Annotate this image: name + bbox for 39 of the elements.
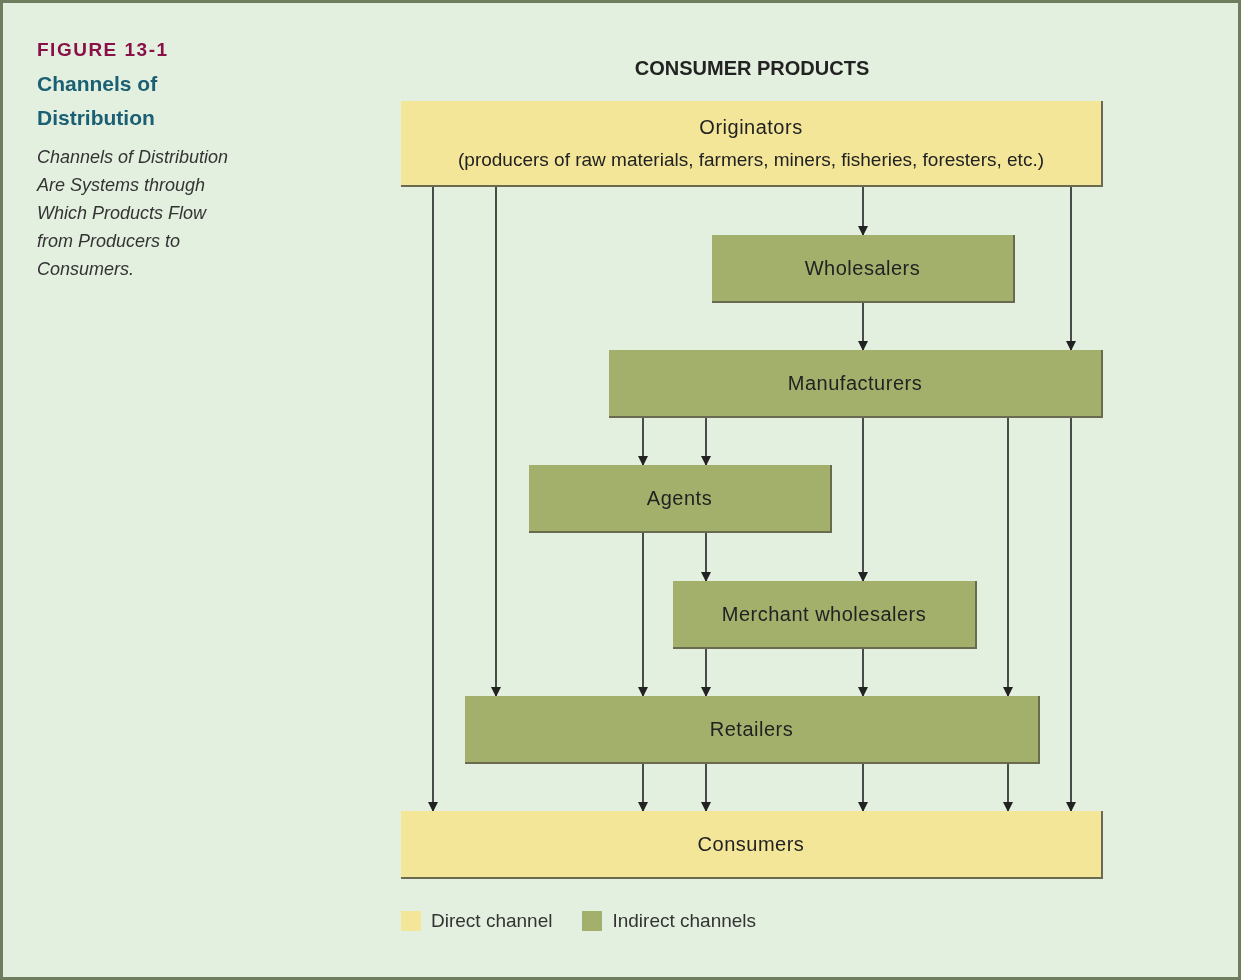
box-label: Manufacturers (787, 371, 923, 395)
box-label: Consumers (697, 832, 805, 856)
box-label: Agents (646, 486, 713, 510)
arrow (858, 763, 868, 812)
box-description: (producers of raw materials, farmers, miners, fisheries, foresters, etc.) (458, 148, 1044, 171)
channel-box (529, 465, 832, 533)
box-label: Wholesalers (804, 256, 921, 280)
figure-description: Channels of Distribution Are Systems through Which Products Flow from Producers to Consumers. (37, 146, 230, 281)
arrow (701, 763, 711, 812)
arrow (638, 763, 648, 812)
arrow (1003, 763, 1013, 812)
arrow (701, 417, 711, 466)
channel-box (673, 581, 977, 649)
arrow (1003, 417, 1013, 697)
arrow (858, 648, 868, 697)
channel-box (609, 350, 1103, 418)
legend-label: Direct channel (431, 910, 553, 932)
arrow (1066, 417, 1076, 812)
arrow (858, 186, 868, 236)
arrow (1066, 186, 1076, 351)
figure-number: FIGURE 13-1 (37, 39, 170, 61)
arrow (638, 417, 648, 466)
box-label: Retailers (709, 717, 794, 741)
channel-box (465, 696, 1040, 764)
arrow (701, 648, 711, 697)
channel-box (401, 811, 1103, 879)
legend-label: Indirect channels (612, 910, 757, 932)
diagram-title: CONSUMER PRODUCTS (633, 57, 871, 80)
arrow (491, 186, 501, 697)
arrow (701, 532, 711, 582)
channel-box (401, 101, 1103, 187)
arrow (428, 186, 438, 812)
arrow (858, 417, 868, 582)
figure-title: Channels of Distribution (37, 71, 159, 131)
channel-box (712, 235, 1015, 303)
arrow (858, 302, 868, 351)
box-label: Merchant wholesalers (721, 602, 927, 626)
arrow (638, 532, 648, 697)
box-label: Originators (699, 115, 803, 139)
